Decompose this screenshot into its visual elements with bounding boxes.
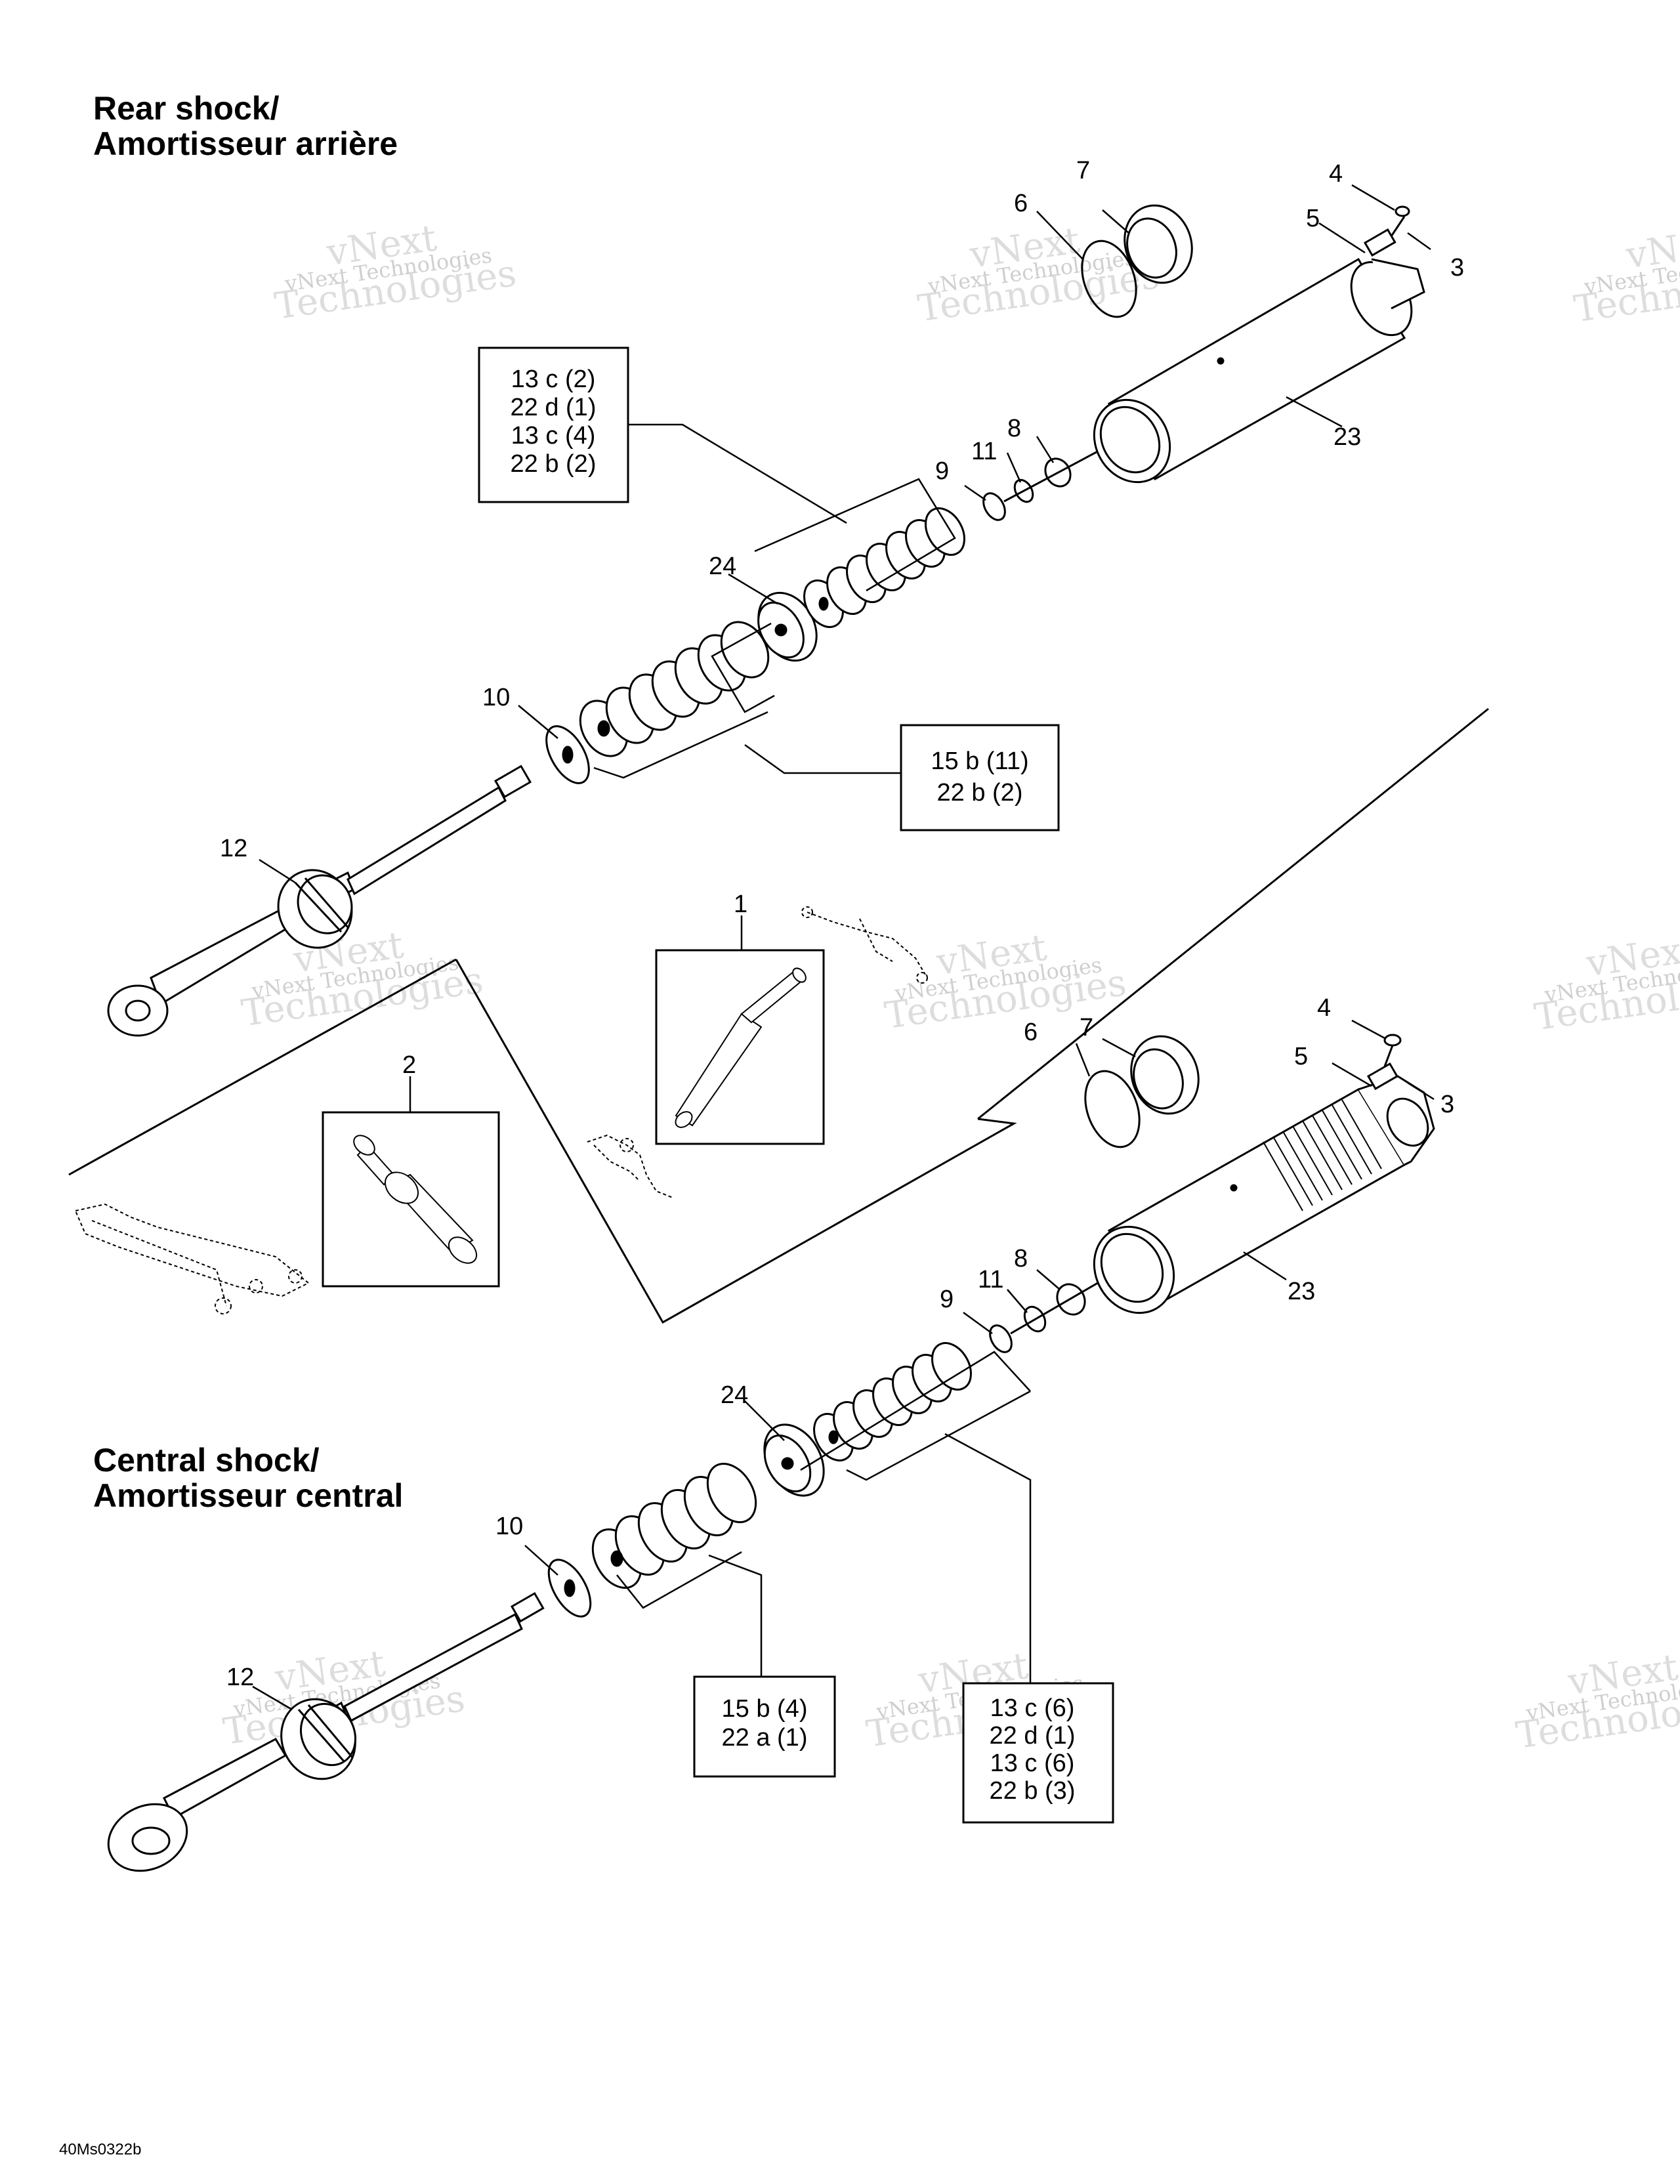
central-shaft bbox=[343, 1591, 545, 1723]
central-shock-title-line1: Central shock/ bbox=[93, 1442, 320, 1479]
rear-callout-10: 10 bbox=[482, 684, 510, 711]
rear-callout-24: 24 bbox=[709, 553, 736, 580]
rear-box-upper-line3: 13 c (4) bbox=[511, 422, 596, 450]
central-callout-5: 5 bbox=[1294, 1043, 1308, 1070]
suspension-sketch-middle bbox=[587, 1134, 673, 1198]
rear-callout-12: 12 bbox=[220, 835, 247, 862]
suspension-sketch-top bbox=[801, 906, 928, 984]
central-callouts: 7 6 4 5 3 23 8 11 9 24 10 12 bbox=[226, 994, 1454, 1691]
central-part-10-washer bbox=[547, 1559, 592, 1618]
rear-callout-7: 7 bbox=[1076, 157, 1090, 184]
rear-callout-5: 5 bbox=[1306, 205, 1320, 232]
rear-parts-9-11-8 bbox=[982, 448, 1103, 521]
rear-upper-spring-stack bbox=[803, 507, 965, 628]
rear-box-lower-line1: 15 b (11) bbox=[931, 747, 1028, 775]
rear-callout-3: 3 bbox=[1450, 254, 1464, 282]
central-callout-24: 24 bbox=[721, 1381, 748, 1409]
central-box-left: 15 b (4) 22 a (1) bbox=[693, 1675, 836, 1778]
central-box-left-line1: 15 b (4) bbox=[722, 1695, 808, 1723]
rear-callout-8: 8 bbox=[1007, 415, 1021, 442]
central-box-right-line2: 22 d (1) bbox=[990, 1722, 1076, 1750]
central-part-23-body bbox=[1093, 1062, 1435, 1314]
watermarks: Technologies vNext vNext Technologies Te… bbox=[220, 217, 1680, 1757]
central-lower-spring-stack bbox=[591, 1462, 757, 1589]
rear-shock-title-line1: Rear shock/ bbox=[93, 90, 280, 127]
rear-leader-lines bbox=[259, 184, 1431, 884]
central-callout-3: 3 bbox=[1440, 1091, 1454, 1118]
rear-part-4-screw bbox=[1390, 205, 1410, 237]
inset-part-1: 1 bbox=[655, 891, 825, 1145]
rear-shaft bbox=[346, 765, 532, 896]
watermark-3: Technologies vNext vNext Technologies bbox=[1572, 220, 1680, 331]
central-part-24-piston bbox=[763, 1423, 825, 1497]
central-leader-lines bbox=[252, 1019, 1435, 1711]
watermark-1: Technologies vNext vNext Technologies bbox=[272, 217, 519, 328]
rear-callout-4: 4 bbox=[1329, 160, 1343, 188]
inset-border-lower bbox=[455, 959, 1017, 1324]
rear-box-upper-line4: 22 b (2) bbox=[511, 450, 597, 478]
rear-part-24-piston bbox=[757, 591, 818, 662]
central-part-12-rod-eye bbox=[107, 1698, 357, 1872]
central-part-6-oring bbox=[1084, 1070, 1141, 1148]
central-callout-8: 8 bbox=[1014, 1245, 1028, 1272]
rear-part-23-body bbox=[1093, 228, 1425, 484]
rear-part-6-oring bbox=[1081, 240, 1137, 318]
watermark-2: Technologies vNext vNext Technologies bbox=[915, 219, 1162, 331]
rear-callout-11: 11 bbox=[971, 438, 997, 465]
watermark-6: Technologies vNext vNext Technologies bbox=[1532, 928, 1680, 1040]
divider-left bbox=[68, 958, 457, 1176]
central-callout-10: 10 bbox=[495, 1513, 523, 1540]
central-callout-11: 11 bbox=[978, 1266, 1003, 1293]
rear-shock-title-line2: Amortisseur arrière bbox=[93, 125, 398, 162]
central-shock-assembly bbox=[107, 1034, 1435, 1872]
central-callout-12: 12 bbox=[226, 1664, 254, 1691]
watermark-9: Technologies vNext vNext Technologies bbox=[1513, 1646, 1680, 1757]
central-parts-9-11-8 bbox=[989, 1275, 1110, 1353]
central-box-right-line3: 13 c (6) bbox=[990, 1750, 1075, 1777]
central-shock-title-line2: Amortisseur central bbox=[93, 1477, 404, 1514]
central-box-right-line1: 13 c (6) bbox=[990, 1694, 1075, 1722]
rear-box-upper-line1: 13 c (2) bbox=[511, 366, 596, 393]
rear-box-lower-line2: 22 b (2) bbox=[937, 779, 1023, 807]
rear-part-12-rod-eye bbox=[107, 869, 356, 1037]
rear-callout-23: 23 bbox=[1334, 423, 1361, 451]
rear-box-upper: 13 c (2) 22 d (1) 13 c (4) 22 b (2) bbox=[478, 346, 629, 503]
rear-box-lower: 15 b (11) 22 b (2) bbox=[900, 724, 1060, 831]
central-part-4-screw bbox=[1383, 1034, 1402, 1067]
central-callout-23: 23 bbox=[1288, 1278, 1315, 1305]
callout-2: 2 bbox=[402, 1051, 416, 1079]
rear-box-upper-line2: 22 d (1) bbox=[511, 394, 597, 421]
central-callout-7: 7 bbox=[1080, 1014, 1093, 1041]
central-callout-9: 9 bbox=[940, 1286, 954, 1313]
rear-callout-6: 6 bbox=[1014, 190, 1028, 217]
callout-1: 1 bbox=[734, 891, 747, 918]
suspension-sketch-left bbox=[74, 1203, 310, 1314]
central-box-left-line2: 22 a (1) bbox=[722, 1724, 808, 1752]
rear-callouts: 7 6 4 5 3 23 8 11 9 24 10 12 bbox=[220, 157, 1464, 862]
drawing-code: 40Ms0322b bbox=[59, 2141, 142, 2158]
central-body-threads bbox=[1263, 1099, 1382, 1211]
central-callout-6: 6 bbox=[1024, 1018, 1038, 1046]
rear-callout-9: 9 bbox=[935, 457, 949, 485]
central-callout-4: 4 bbox=[1317, 994, 1331, 1022]
rear-parts-6-7-rings bbox=[1081, 204, 1193, 318]
section-dividers bbox=[68, 707, 1489, 1324]
rear-shock-title: Rear shock/ Amortisseur arrière bbox=[93, 91, 398, 161]
central-box-right-line4: 22 b (3) bbox=[990, 1777, 1076, 1805]
central-parts-6-7-rings bbox=[1084, 1035, 1200, 1148]
inset-part-2: 2 bbox=[322, 1051, 500, 1288]
rear-part-10-washer bbox=[545, 725, 590, 784]
divider-right bbox=[977, 707, 1489, 1120]
central-box-right: 13 c (6) 22 d (1) 13 c (6) 22 b (3) bbox=[962, 1682, 1114, 1824]
central-upper-spring-stack bbox=[813, 1342, 972, 1461]
central-shock-title: Central shock/ Amortisseur central bbox=[93, 1442, 403, 1513]
